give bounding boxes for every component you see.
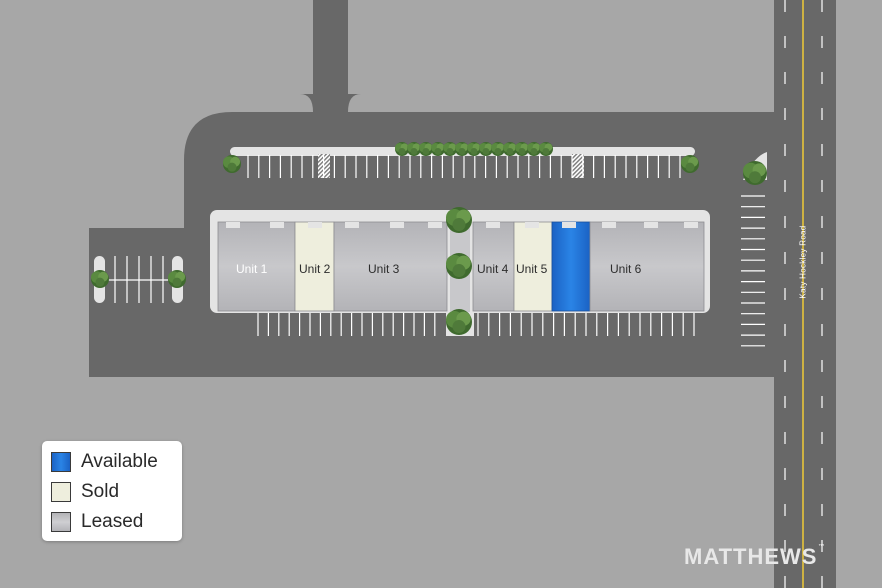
road-name-label: Katy Hockley Road [798, 225, 808, 299]
unit-5-label: Unit 5 [516, 262, 548, 276]
tree-icon [491, 142, 505, 156]
legend-label-sold: Sold [81, 481, 120, 502]
tree-icon [91, 270, 109, 288]
unit-2-label: Unit 2 [299, 262, 331, 276]
roof-notch [345, 222, 359, 228]
legend-swatch-leased [51, 512, 71, 532]
unit-4-label: Unit 4 [477, 262, 509, 276]
unit-1-footprint[interactable] [217, 221, 296, 312]
tree-icon [503, 142, 517, 156]
tree-icon [515, 142, 529, 156]
roof-notch [390, 222, 404, 228]
tree-icon [539, 142, 553, 156]
legend: Available Sold Leased [42, 441, 182, 541]
tree-icon [446, 253, 472, 279]
units [217, 221, 705, 312]
tree-icon [681, 155, 699, 173]
crosswalk-hatch-icon [572, 154, 584, 178]
trees [91, 142, 767, 335]
roof-notch [486, 222, 500, 228]
road-markings [784, 0, 823, 588]
unit-3-footprint[interactable] [333, 221, 448, 312]
legend-label-leased: Leased [81, 511, 144, 532]
available-unit-footprint[interactable] [551, 221, 591, 312]
tree-icon [446, 207, 472, 233]
unit-6-label: Unit 6 [610, 262, 642, 276]
roof-notch [226, 222, 240, 228]
tree-icon [743, 161, 767, 185]
tree-icon [431, 142, 445, 156]
unit-4-footprint[interactable] [472, 221, 515, 312]
unit-3-label: Unit 3 [368, 262, 400, 276]
tree-icon [223, 155, 241, 173]
roof-notches [226, 222, 698, 228]
roof-notch [525, 222, 539, 228]
tree-icon [467, 142, 481, 156]
legend-item-available: Available [51, 451, 158, 473]
tree-icon [168, 270, 186, 288]
unit-5-footprint[interactable] [513, 221, 553, 312]
tree-icon [419, 142, 433, 156]
roof-notch [644, 222, 658, 228]
tree-icon [407, 142, 421, 156]
roof-notch [602, 222, 616, 228]
tree-icon [455, 142, 469, 156]
tree-icon [527, 142, 541, 156]
brand-name: MATTHEWS [684, 544, 818, 569]
tree-icon [443, 142, 457, 156]
tree-icon [479, 142, 493, 156]
legend-swatch-sold [51, 482, 71, 502]
legend-item-sold: Sold [51, 481, 119, 503]
legend-label-available: Available [81, 451, 158, 472]
roof-notch [308, 222, 322, 228]
roof-notch [562, 222, 576, 228]
legend-item-leased: Leased [51, 511, 143, 533]
unit-6-footprint[interactable] [589, 221, 705, 312]
brand-logo: MATTHEWS™ [684, 544, 825, 570]
tree-icon [395, 142, 409, 156]
tree-icon [446, 309, 472, 335]
parking-stalls [105, 155, 765, 347]
roof-notch [684, 222, 698, 228]
roof-notch [270, 222, 284, 228]
legend-swatch-available [51, 452, 71, 472]
unit-1-label: Unit 1 [236, 262, 268, 276]
roof-notch [428, 222, 442, 228]
trademark-mark: ™ [818, 544, 826, 550]
